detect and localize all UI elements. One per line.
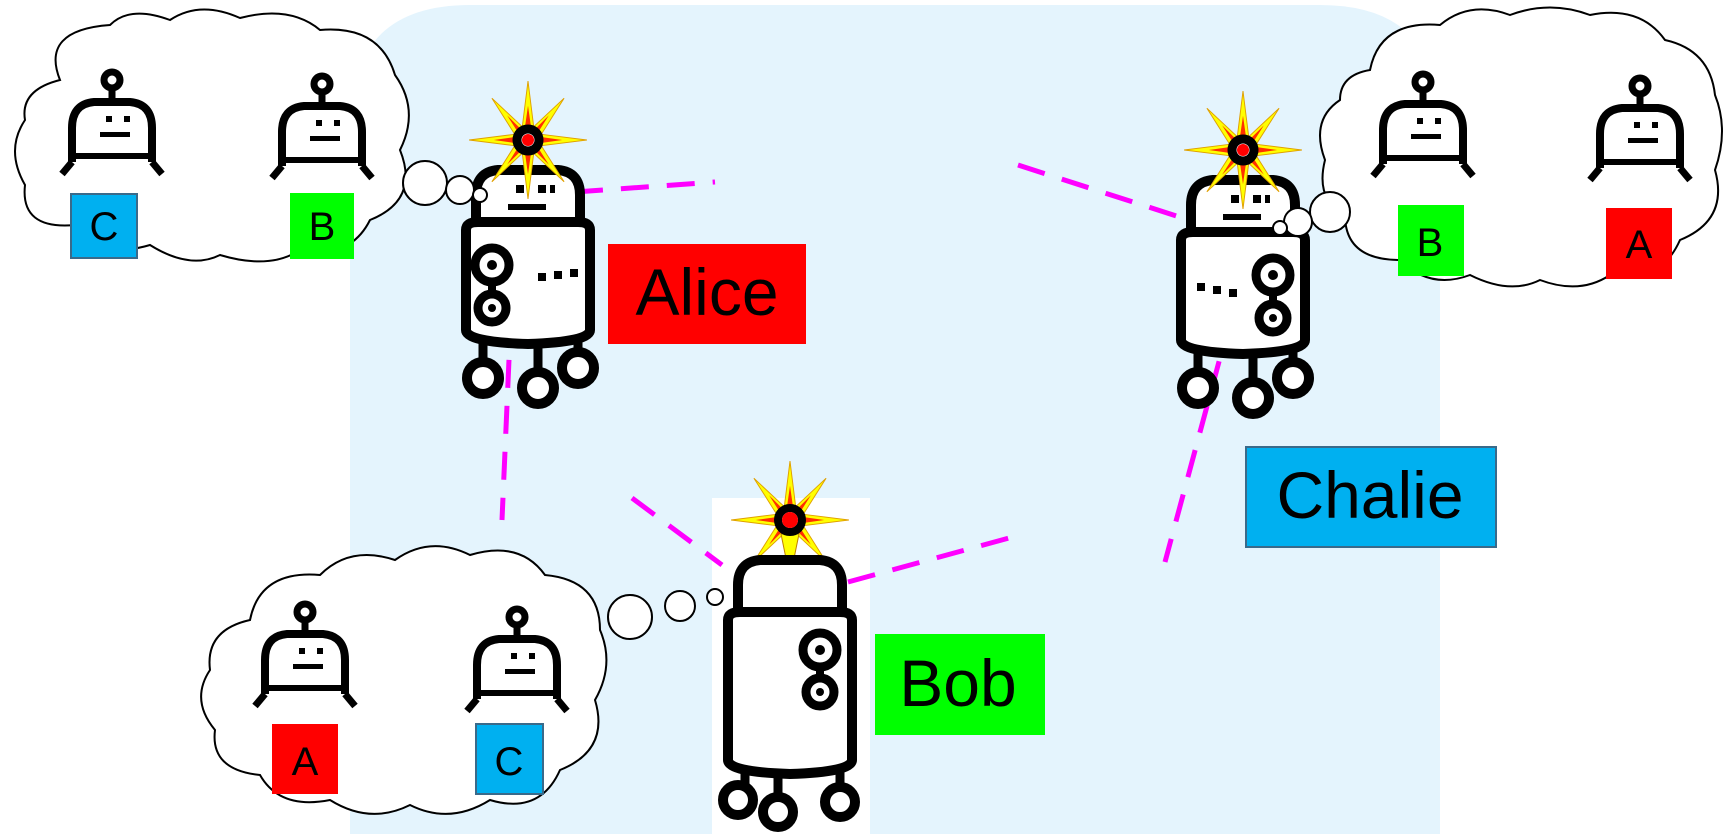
bob-tag-c-box (475, 723, 544, 795)
link-alice-charlie-right (1017, 162, 1196, 225)
alice-tag-b-box (290, 193, 354, 259)
link-alice-charlie-left (574, 179, 716, 195)
charlie-tag-a-box (1606, 208, 1672, 279)
alice-tag-c: C (90, 205, 119, 249)
link-bob-charlie (847, 532, 1021, 585)
charlie-tag-a: A (1626, 223, 1653, 267)
charlie-robot (1181, 90, 1309, 414)
alice-robot (466, 80, 594, 404)
bob-robot (718, 460, 860, 832)
bob-tag-c: C (495, 740, 524, 784)
charlie-label-box (1245, 446, 1497, 548)
charlie-tag-b: B (1417, 221, 1444, 265)
bob-tag-a-box (272, 724, 338, 794)
bob-tag-a: A (292, 740, 319, 784)
bob-label-box (875, 634, 1045, 735)
alice-label: Alice (635, 255, 778, 329)
alice-tag-c-box (70, 193, 138, 259)
alice-label-box (608, 244, 806, 344)
charlie-label: Chalie (1276, 458, 1463, 532)
link-alice-bob-diagonal (630, 495, 724, 568)
alice-tag-b: B (309, 205, 336, 249)
charlie-tag-b-box (1398, 205, 1464, 276)
bob-label: Bob (899, 646, 1016, 720)
